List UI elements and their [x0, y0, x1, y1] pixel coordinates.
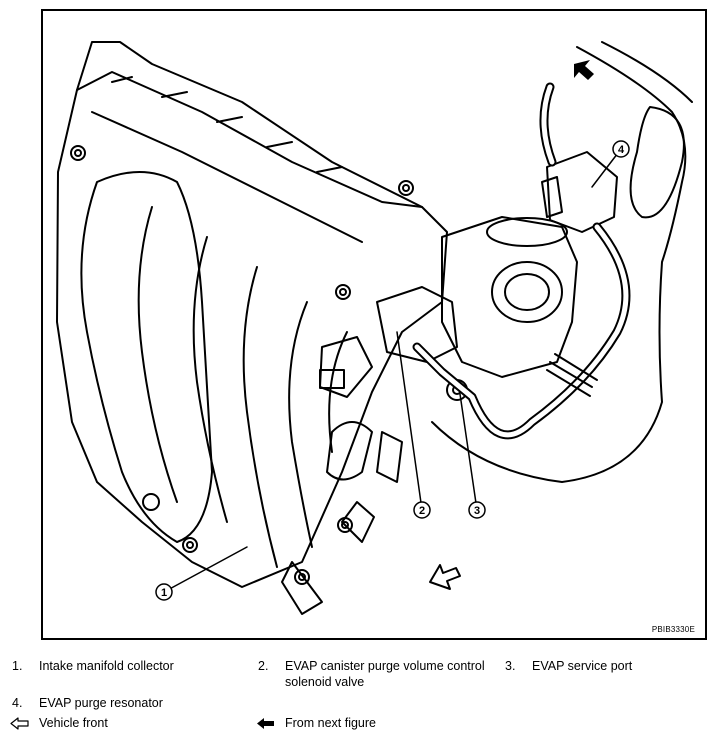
legend-item-4-label: EVAP purge resonator — [39, 696, 163, 710]
runner-1 — [80, 171, 213, 543]
callout-3: 3 — [468, 501, 486, 519]
solid-arrow-marker — [574, 60, 594, 80]
leader-3 — [459, 393, 478, 511]
leader-1 — [163, 546, 248, 593]
runner-3 — [192, 236, 228, 523]
figure-id: PBIB3330E — [651, 625, 695, 634]
runner-4 — [242, 266, 278, 568]
legend-item-1: 1. Intake manifold collector — [12, 659, 242, 675]
callout-2: 2 — [413, 501, 431, 519]
legend-item-2: 2. EVAP canister purge volume control so… — [258, 659, 498, 691]
runner-2 — [137, 206, 178, 503]
solenoid-valve — [376, 286, 458, 363]
legend-item-4: 4. EVAP purge resonator — [12, 696, 242, 712]
callout-2-label: 2 — [419, 505, 425, 517]
legend-item-1-num: 1. — [12, 659, 23, 673]
legend-item-1-label: Intake manifold collector — [39, 659, 174, 673]
hollow-arrow-left-icon — [10, 717, 29, 730]
engine-diagram: 1 2 3 4 — [56, 41, 693, 615]
runner-5 — [288, 301, 313, 548]
legend-item-3: 3. EVAP service port — [505, 659, 705, 675]
legend-item-2-label: EVAP canister purge volume control — [285, 659, 485, 673]
legend-vehicle-front-label: Vehicle front — [39, 716, 108, 730]
legend-vehicle-front: Vehicle front — [10, 716, 240, 732]
legend-item-2-num: 2. — [258, 659, 269, 673]
legend-item-2-label-line2: solenoid valve — [285, 675, 365, 689]
legend-from-next-figure: From next figure — [256, 716, 486, 732]
hollow-arrow-marker — [429, 564, 461, 590]
legend-item-4-num: 4. — [12, 696, 23, 710]
throttle-body — [441, 216, 578, 378]
purge-resonator — [546, 151, 618, 233]
legend-from-next-figure-label: From next figure — [285, 716, 377, 730]
callout-1-label: 1 — [161, 587, 167, 599]
callout-3-label: 3 — [474, 505, 480, 517]
hose-main — [412, 222, 631, 440]
leader-2 — [396, 331, 423, 511]
solid-arrow-left-icon — [257, 718, 274, 729]
legend-item-3-num: 3. — [505, 659, 516, 673]
intake-duct — [431, 46, 687, 483]
callout-4-label: 4 — [618, 144, 625, 156]
legend-item-3-label: EVAP service port — [532, 659, 633, 673]
fuel-rail — [76, 71, 423, 208]
manifold-outline — [56, 41, 448, 588]
callout-1: 1 — [155, 583, 173, 601]
callout-4: 4 — [612, 140, 630, 158]
diagram-frame: 1 2 3 4 PBIB3330E — [41, 9, 707, 640]
